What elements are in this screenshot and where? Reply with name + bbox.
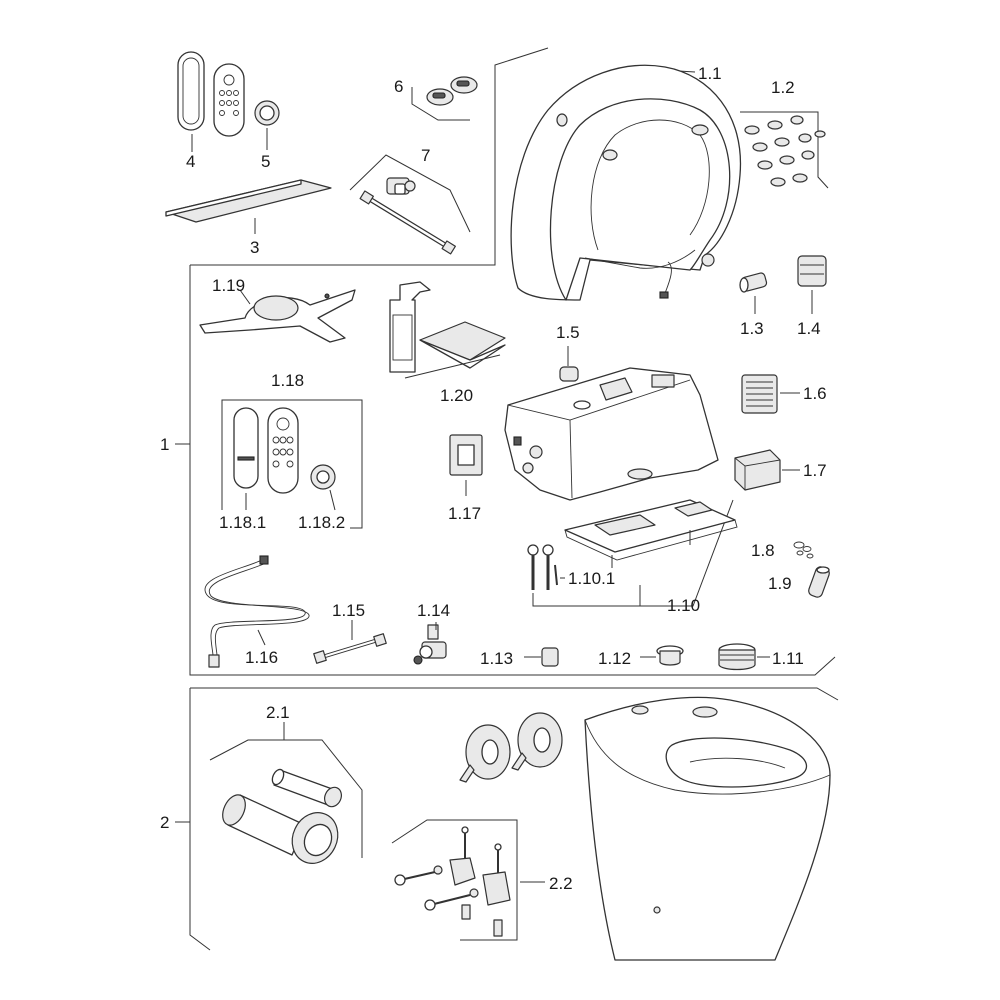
part-1-13-fitting	[524, 647, 559, 667]
label-1-1: 1.1	[698, 64, 722, 83]
part-1-9-nozzle	[808, 566, 830, 598]
label-2-1: 2.1	[266, 703, 290, 722]
label-1: 1	[160, 435, 169, 454]
label-1-16: 1.16	[245, 648, 278, 667]
label-1-20: 1.20	[440, 386, 473, 405]
part-1-12-fitting	[640, 645, 684, 666]
part-1-3-plug	[739, 272, 768, 314]
label-5: 5	[261, 152, 270, 171]
part-1-17-bracket	[449, 434, 483, 496]
part-1-16-hose	[204, 555, 310, 668]
part-1-11-thread-ring	[718, 643, 770, 671]
part-1-7-filter-box	[734, 449, 800, 491]
label-1-4: 1.4	[797, 319, 821, 338]
part-1-6-filter	[741, 374, 800, 414]
part-1-8-o-rings	[793, 541, 814, 559]
frame-lines	[175, 47, 839, 951]
label-1-18-1: 1.18.1	[219, 513, 266, 532]
part-5-wall-holder	[254, 100, 280, 150]
label-1-18-2: 1.18.2	[298, 513, 345, 532]
label-1-14: 1.14	[417, 601, 450, 620]
part-1-10-1-screws	[527, 544, 565, 590]
part-1-18-remote-set	[233, 407, 336, 511]
label-4: 4	[186, 152, 195, 171]
label-3: 3	[250, 238, 259, 257]
sealing-tapes	[459, 712, 563, 783]
part-labels: 1 2 3 4 5 6 7 1.1 1.2 1.3 1.4 1.5 1.6 1.…	[160, 64, 827, 893]
part-1-1-seat-and-lid	[510, 64, 742, 301]
part-1-15-connector	[313, 620, 387, 664]
part-6-buffers	[426, 76, 478, 106]
label-1-8: 1.8	[751, 541, 775, 560]
label-1-18: 1.18	[271, 371, 304, 390]
part-1-5-cap	[559, 346, 579, 382]
label-1-11: 1.11	[772, 649, 804, 668]
label-1-13: 1.13	[480, 649, 513, 668]
part-7-valve-hose	[359, 177, 456, 255]
label-2-2: 2.2	[549, 874, 573, 893]
label-1-10-1: 1.10.1	[568, 569, 615, 588]
label-1-2: 1.2	[771, 78, 795, 97]
part-1-10-base-plate	[564, 499, 738, 606]
part-1-14-valve	[413, 622, 447, 665]
label-7: 7	[421, 146, 430, 165]
label-1-17: 1.17	[448, 504, 481, 523]
label-1-10: 1.10	[667, 596, 700, 615]
label-1-7: 1.7	[803, 461, 827, 480]
label-2: 2	[160, 813, 169, 832]
part-1-2-small-parts	[744, 115, 826, 187]
part-1-19-bracket	[199, 289, 356, 343]
label-1-6: 1.6	[803, 384, 827, 403]
part-2-toilet-bowl	[584, 696, 831, 961]
part-3-mat	[165, 179, 332, 234]
label-1-5: 1.5	[556, 323, 580, 342]
part-1-20-cleaner-cloth	[389, 281, 506, 379]
label-1-15: 1.15	[332, 601, 365, 620]
part-4-control-panel-frame	[177, 51, 205, 152]
part-1-main-unit	[504, 367, 719, 501]
part-2-1-waste-pipe	[222, 722, 342, 864]
label-6: 6	[394, 77, 403, 96]
part-1-4-cable-gland	[797, 255, 827, 314]
label-1-3: 1.3	[740, 319, 764, 338]
label-1-9: 1.9	[768, 574, 792, 593]
part-5-remote	[213, 63, 245, 137]
part-2-2-fixing-set	[394, 826, 545, 937]
label-1-19: 1.19	[212, 276, 245, 295]
label-1-12: 1.12	[598, 649, 631, 668]
